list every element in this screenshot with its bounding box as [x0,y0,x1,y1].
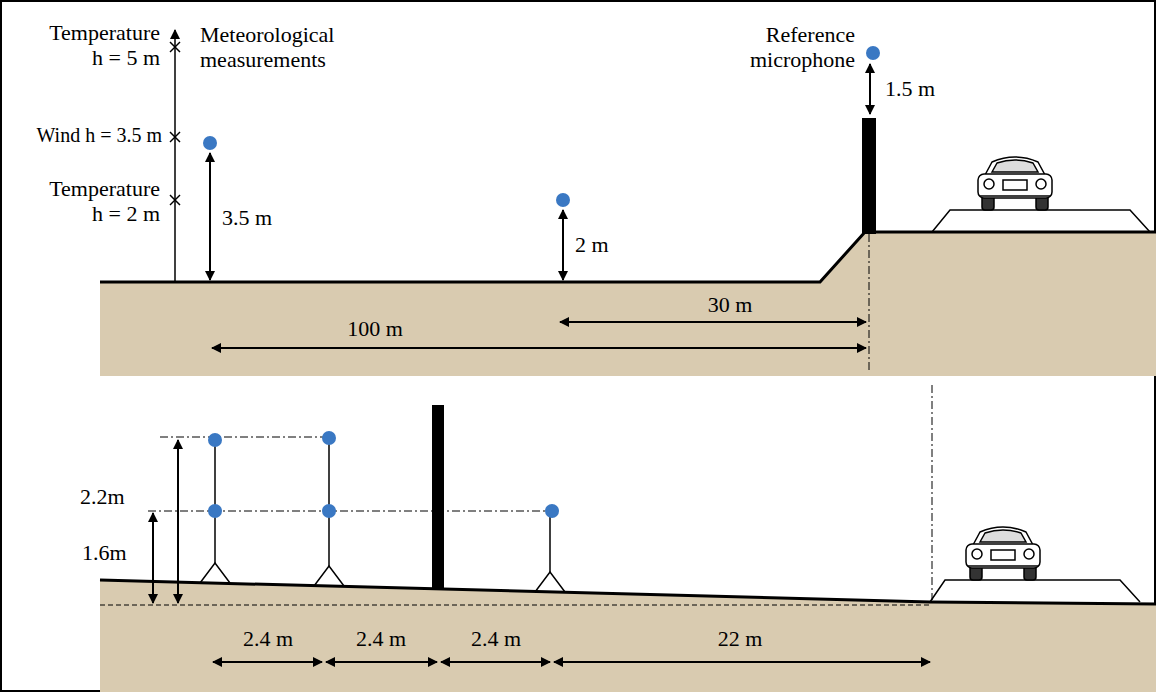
dimension-label: 30 m [708,292,753,317]
dimension-label: 2.2m [80,484,125,509]
annotation-label: Wind h = 3.5 m [37,124,162,147]
dimension-label: 1.5 m [885,76,935,101]
dimension-label: 1.6m [82,540,127,565]
dimension-label: 2 m [575,232,609,257]
annotation-label: Temperature h = 5 m [42,20,160,71]
dimension-label: 100 m [347,316,403,341]
dimension-label: 2.4 m [356,626,406,651]
annotation-label: Temperature h = 2 m [42,176,160,227]
dimension-label: 2.4 m [243,626,293,651]
dimension-label: 2.4 m [471,626,521,651]
annotation-label: Meteorological measurements [200,22,360,73]
annotation-label: Reference microphone [730,22,855,73]
dimension-label: 3.5 m [222,205,272,230]
dimension-label: 22 m [718,626,763,651]
